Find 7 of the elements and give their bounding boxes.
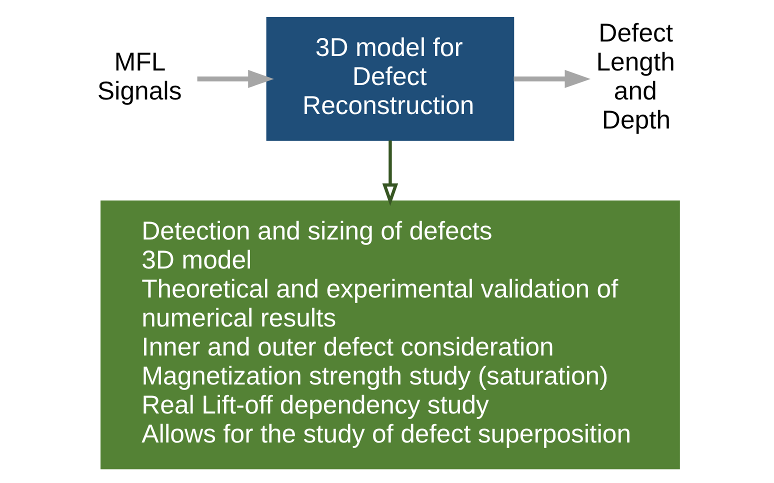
node-text: Defect Length and Depth [596,20,675,135]
node-box: Detection and sizing of defects 3D model Theoretical and experimental validation of numerical results Inner and outer defect consideration Magnetization strength study (saturation) Real Lift-off dependency study Allows for the study of defect superposition [100,200,680,470]
arrow [514,70,591,88]
arrow [197,70,274,88]
arrow [382,140,398,206]
node-text: MFL Signals [97,48,182,106]
node-box: 3D model for Defect Reconstruction [266,17,514,141]
